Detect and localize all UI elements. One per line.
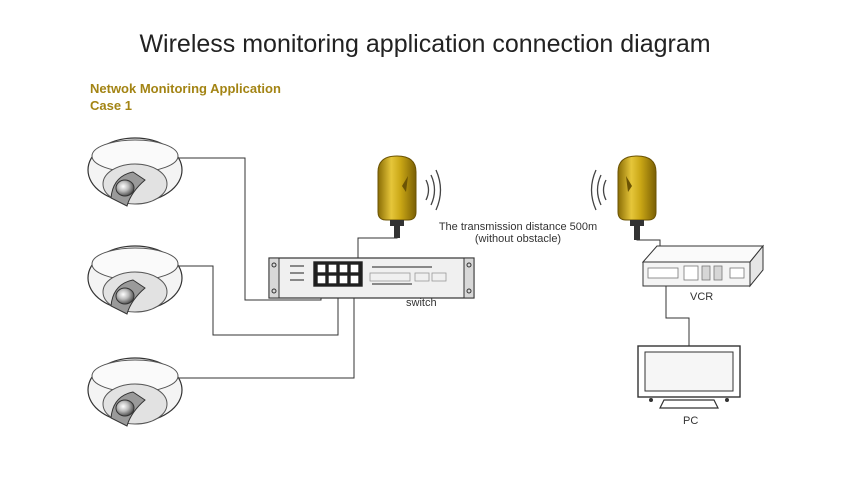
- transmission-distance-label: The transmission distance 500m (without …: [430, 221, 606, 245]
- switch-label: switch: [406, 297, 437, 309]
- switch-ports: [313, 261, 363, 287]
- network-switch: [268, 257, 475, 299]
- case-line-2: Case 1: [90, 98, 132, 113]
- case-line-1: Netwok Monitoring Application: [90, 81, 281, 96]
- wire-camera-3-switch: [178, 276, 355, 379]
- pc-label: PC: [683, 415, 699, 427]
- wire-vcr-pc: [665, 286, 690, 346]
- transmission-distance-line-1: The transmission distance 500m: [438, 221, 598, 233]
- wireless-transmitter-left: [377, 155, 417, 238]
- dome-camera-2: [87, 245, 183, 315]
- diagram-title: Wireless monitoring application connecti…: [139, 30, 711, 58]
- transmission-distance-line-2: (without obstacle): [474, 233, 562, 245]
- case-caption: Netwok Monitoring Application Case 1: [90, 80, 281, 114]
- pc-monitor: [637, 345, 741, 409]
- dome-camera-1: [87, 137, 183, 207]
- signal-icon-left: [425, 169, 442, 211]
- vcr-device: [641, 244, 765, 288]
- wireless-transmitter-right: [617, 155, 657, 240]
- signal-icon-right: [590, 169, 607, 211]
- wire-camera-2-switch: [178, 265, 339, 336]
- vcr-label: VCR: [690, 291, 714, 303]
- dome-camera-3: [87, 357, 183, 427]
